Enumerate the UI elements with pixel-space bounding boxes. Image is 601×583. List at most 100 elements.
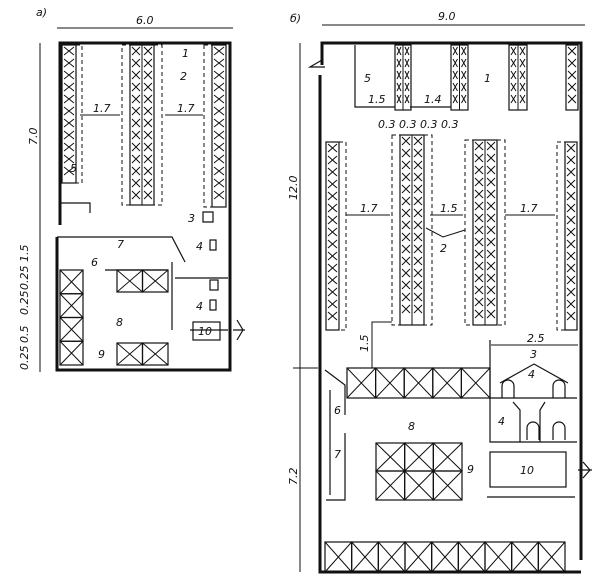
plan-b: б) 9.0 12.0 7.2 5 1.5 1.4 1 0.3 0.3 0.3 … [287,10,592,574]
plan-a: а) 6.0 7.0 1.5 0.25 0.25 0.5 0.25 1.7 1.… [18,6,245,372]
partition-wall [57,236,186,263]
marker-9: 9 [467,463,474,476]
side-dim: 0.25 [18,266,31,291]
side-dim: 0.25 [18,291,31,316]
pallet [460,367,491,399]
shelf [338,141,347,331]
marker-6: 6 [334,404,341,417]
partitions [105,262,228,331]
marker-7: 7 [117,238,124,251]
plan-b-height-dim-top: 12.0 [287,176,300,201]
rack-pattern [452,46,458,104]
marker-3: 3 [188,212,195,225]
pallet-cross [404,470,434,501]
rack-pattern [401,136,411,314]
rack [325,141,340,331]
rack-pattern [143,46,153,200]
side-dim: 1.5 [18,245,31,263]
aisle-dim: 1.7 [520,202,538,215]
exit-arrow-icon [578,461,592,479]
rack-pattern [510,46,517,104]
rack-pattern [486,141,496,319]
pallet-cross [346,367,376,399]
rack-pattern [396,46,402,104]
marker-1: 1 [182,47,189,60]
side-dim: 0.25 [18,346,31,371]
gap-dim-line [371,321,392,368]
pallet-cross [142,342,169,366]
door-icon [307,59,325,68]
pallet-cross [375,367,405,399]
shelf [153,44,163,206]
pallet-cross [59,269,84,295]
shelf [75,44,83,184]
wc-dim: 2.5 [527,332,545,345]
item-10-table [192,321,221,341]
marker-2: 2 [440,242,447,255]
marker-10: 10 [198,325,212,338]
pallet-cross [432,367,462,399]
marker-4: 4 [196,300,203,313]
rack-pattern [567,46,577,104]
pallet-cross [351,541,379,573]
shelf [203,44,213,208]
aisle-dim: 1.7 [177,102,195,115]
fixture-icon [209,239,217,251]
pallet-cross [404,541,433,573]
marker-4: 4 [498,415,505,428]
pallet-cross [431,541,459,573]
marker-4: 4 [528,368,535,381]
pallet [59,340,84,366]
marker-10: 10 [520,464,534,477]
exit-arrow-icon [233,319,245,341]
rack [564,141,578,331]
top-dim: 1.5 [368,93,386,106]
pallet-cross [59,340,84,366]
pallet-cross [432,442,463,472]
pallet-cross [116,342,143,366]
plan-a-width-dim: 6.0 [136,14,154,27]
pallet [537,541,566,573]
pallet [432,470,463,501]
item-10-table [489,451,567,488]
shelf [391,134,401,326]
side-dim: 0.5 [18,326,31,344]
rack [565,44,579,111]
rack-pattern [474,141,484,319]
shelf [121,44,131,206]
aisle-dim: 1.7 [360,202,378,215]
pallet-cross [59,317,84,342]
plan-b-label: б) [290,12,301,25]
outer-wall [55,41,232,372]
pallet-cross [375,442,406,472]
marker-5: 5 [70,162,77,175]
pallet-cross [461,367,491,399]
fixture-icon [209,279,219,291]
rack-dims: 0.3 0.3 0.3 0.3 [378,118,458,131]
rack-pattern [63,46,75,176]
rack-pattern [519,46,526,104]
rack-pattern [461,46,467,104]
plan-b-width-dim: 9.0 [438,10,456,23]
marker-9: 9 [98,348,105,361]
pallet-cross [116,269,143,293]
pallet-cross [537,541,566,573]
marker-6: 6 [91,256,98,269]
pallet-cross [324,541,353,573]
plan-b-height-dim-bottom: 7.2 [287,468,300,486]
marker-7: 7 [334,448,341,461]
shelf [496,139,506,326]
shelf [464,139,474,326]
pallet-cross [457,541,486,573]
pallet-cross [142,269,169,293]
rack-pattern [327,143,338,321]
marker-8: 8 [116,316,123,329]
pallet-cross [511,541,539,573]
partition-6-7 [324,369,346,501]
aisle-dim: 1.5 [440,202,458,215]
rack-pattern [213,46,225,200]
wc-walls [489,340,577,443]
pallet-cross [59,293,84,318]
rack-pattern [404,46,410,104]
